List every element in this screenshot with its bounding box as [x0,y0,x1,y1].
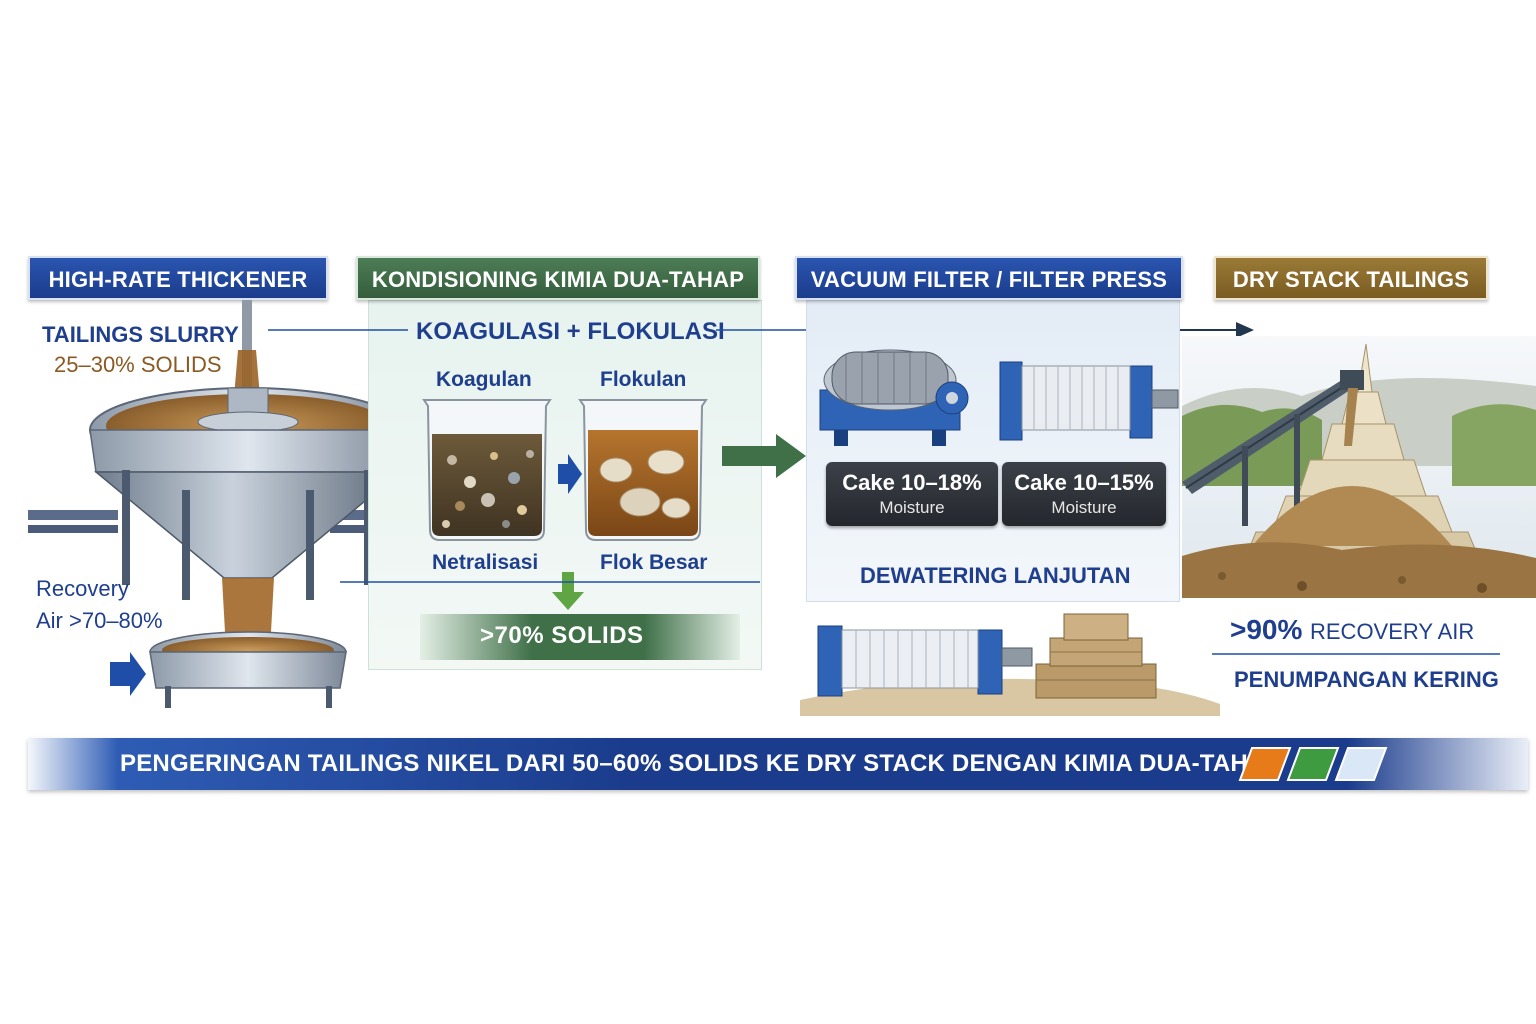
filter-press-with-cake [800,613,1220,716]
beaker2-title: Flokulan [600,368,687,391]
solids-result: >70% SOLIDS [480,622,644,649]
feed-label-line2: 25–30% SOLIDS [54,352,222,377]
filtration-header: VACUUM FILTER / FILTER PRESS [795,256,1183,300]
dry-stack-illustration [1182,336,1536,598]
beaker2-caption: Flok Besar [600,551,708,574]
recovery-arrow [110,652,146,696]
cake2-value: Cake 10–15% [1014,470,1154,495]
thickener-header: HIGH-RATE THICKENER [28,256,328,300]
feed-label-line1: TAILINGS SLURRY [42,322,239,347]
filter-equipment-illustration [819,349,1179,446]
filter-press [999,361,1179,441]
beaker1-caption: Netralisasi [432,551,539,574]
recovery-air-value: >90% [1230,614,1303,645]
solids-result-band [420,614,740,660]
swatch-light [1334,747,1388,781]
stacking-conveyor [1182,370,1364,526]
vacuum-filter [819,349,969,446]
recovery-line1: Recovery [36,576,129,601]
summary-banner-text: PENGERINGAN TAILINGS NIKEL DARI 50–60% S… [120,750,1282,777]
cake1-unit: Moisture [879,498,945,517]
recovery-line2: Air >70–80% [36,608,163,633]
cake2-unit: Moisture [1051,498,1117,517]
cake-moisture-card-1: Cake 10–18% Moisture [826,462,998,526]
filtration-panel [806,300,1180,602]
filter-cake-stack [1035,613,1157,699]
swatch-green [1286,747,1340,781]
process-label: KOAGULASI + FLOKULASI [416,318,725,345]
thickener-illustration [28,300,420,708]
conditioning-header: KONDISIONING KIMIA DUA-TAHAP [356,256,760,300]
koagulan-beaker [422,399,552,541]
storage-label: PENUMPANGAN KERING [1234,667,1499,692]
beaker1-title: Koagulan [436,368,532,391]
dewatering-subtitle: DEWATERING LANJUTAN [860,563,1131,588]
recovery-air-label: RECOVERY AIR [1310,619,1475,644]
beakers-illustration [422,399,708,541]
cake1-value: Cake 10–18% [842,470,982,495]
solids-down-arrow [552,572,584,610]
flokulan-beaker [578,399,708,541]
cake-moisture-card-2: Cake 10–15% Moisture [1002,462,1166,526]
swatch-orange [1238,747,1292,781]
conditioning-to-filter-arrow [722,434,806,478]
dry-stack-header: DRY STACK TAILINGS [1214,256,1488,300]
banner-color-swatches [1238,747,1388,781]
